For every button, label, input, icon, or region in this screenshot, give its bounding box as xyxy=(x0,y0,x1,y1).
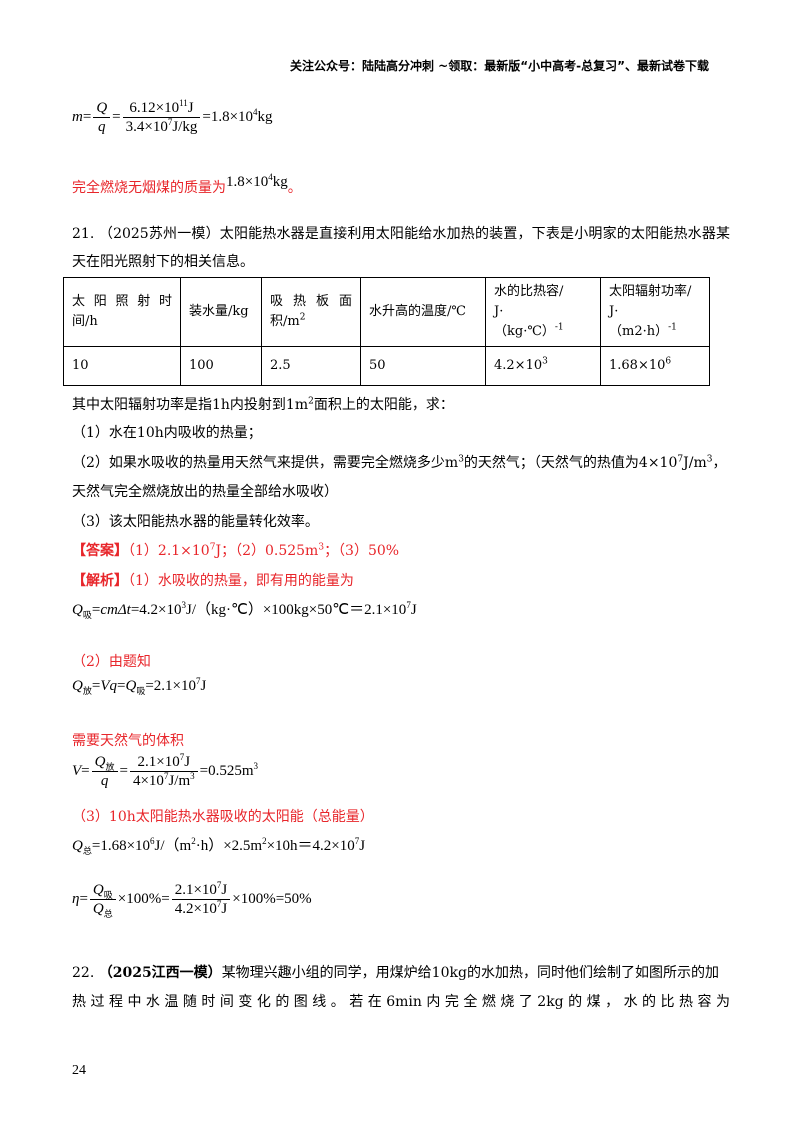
table-header-temp-rise: 水升高的温度/℃ xyxy=(360,277,486,347)
table-header-water: 装水量/kg xyxy=(180,277,262,347)
table-cell-water: 100 xyxy=(180,346,262,386)
q21-stem-line2: 天在阳光照射下的相关信息。 xyxy=(72,254,254,270)
q21-part2-line2: 天然气完全燃烧放出的热量全部给水吸收） xyxy=(72,484,338,500)
q21-analysis-4: （3）10h太阳能热水器吸收的太阳能（总能量） xyxy=(72,809,374,825)
table-cell-temp-rise: 50 xyxy=(360,346,486,386)
formula-heat-absorbed: Q吸=cmΔt=4.2×103J/（kg·℃）×100kg×50℃＝2.1×10… xyxy=(72,600,417,620)
table-header-specific-heat: 水的比热容/J·（kg·℃）-1 xyxy=(485,277,601,347)
table-cell-specific-heat: 4.2×103 xyxy=(485,346,601,386)
q21-analysis-1: 【解析】（1）水吸收的热量，即有用的能量为 xyxy=(72,573,354,589)
q21-part1: （1）水在10h内吸收的热量； xyxy=(72,425,262,441)
q22-stem-line1: 22. （2025江西一模）某物理兴趣小组的同学，用煤炉给10kg的水加热，同时… xyxy=(72,965,719,981)
q22-stem-line2: 热过程中水温随时间变化的图线。若在6min内完全燃烧了2kg的煤，水的比热容为 xyxy=(72,994,730,1010)
page-number: 24 xyxy=(72,1063,86,1078)
q21-answer: 【答案】（1）2.1×107J；（2）0.525m3；（3）50% xyxy=(72,542,400,559)
table-cell-solar-power: 1.68×106 xyxy=(600,346,710,386)
q21-part2-line1: （2）如果水吸收的热量用天然气来提供，需要完全燃烧多少m3的天然气；（天然气的热… xyxy=(72,454,727,471)
q21-part3: （3）该太阳能热水器的能量转化效率。 xyxy=(72,514,319,530)
q21-analysis-3: 需要天然气的体积 xyxy=(72,733,184,749)
q21-info-table: 太阳照射时间/h 装水量/kg 吸热板面积/m2 水升高的温度/℃ 水的比热容/… xyxy=(63,277,710,386)
table-cell-time: 10 xyxy=(63,346,181,386)
q21-note: 其中太阳辐射功率是指1h内投射到1m2面积上的太阳能，求： xyxy=(72,396,454,413)
table-header-solar-power: 太阳辐射功率/J·（m2·h）-1 xyxy=(600,277,710,347)
formula-heat-released: Q放=Vq=Q吸=2.1×107J xyxy=(72,676,207,696)
page-header: 关注公众号：陆陆高分冲刺 ~领取：最新版“小中高考-总复习”、最新试卷下载 xyxy=(290,59,709,73)
q21-stem-line1: 21. （2025苏州一模）太阳能热水器是直接利用太阳能给水加热的装置，下表是小… xyxy=(72,226,730,242)
table-header-time: 太阳照射时间/h xyxy=(63,277,181,347)
formula-total-energy: Q总=1.68×106J/（m2·h）×2.5m2×10h＝4.2×107J xyxy=(72,836,366,856)
mass-conclusion: 完全燃烧无烟煤的质量为1.8×104kg。 xyxy=(72,172,302,197)
table-cell-area: 2.5 xyxy=(261,346,361,386)
q21-analysis-2: （2）由题知 xyxy=(72,654,151,670)
table-header-area: 吸热板面积/m2 xyxy=(261,277,361,347)
